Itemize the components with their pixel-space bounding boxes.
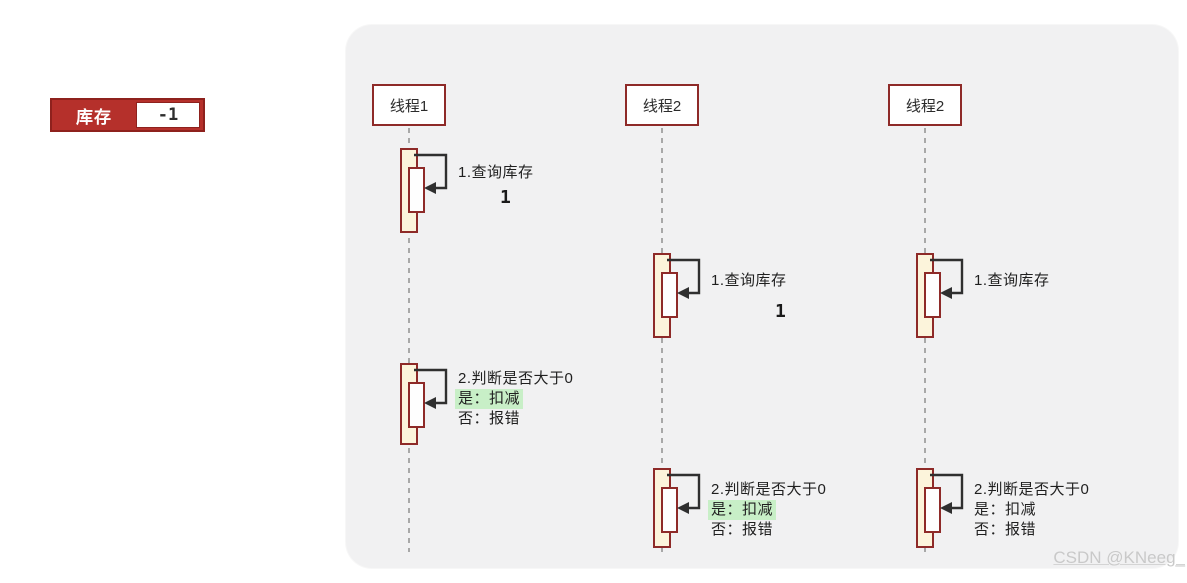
message-label: 1.查询库存 (458, 164, 534, 181)
inventory-label: 库存 (76, 107, 112, 127)
thread1-header: 线程1 (372, 84, 446, 126)
message-label-block: 2.判断是否大于0 是：扣减 否：报错 (974, 480, 1089, 540)
self-call-arrow-icon (930, 258, 964, 299)
message-label-block: 2.判断是否大于0 是：扣减 否：报错 (455, 369, 574, 429)
query-result-value: 1 (500, 187, 511, 208)
message-label-block: 2.判断是否大于0 是：扣减 否：报错 (708, 480, 827, 540)
self-call-arrow-icon (667, 258, 701, 299)
thread3-header: 线程2 (888, 84, 962, 126)
activation-bar-inner (408, 167, 425, 213)
yes-branch-highlighted: 是：扣减 (455, 389, 524, 409)
check-line: 2.判断是否大于0 (711, 481, 827, 498)
no-branch: 否：报错 (711, 521, 774, 538)
lifeline-thread2 (661, 128, 663, 552)
self-call-arrow-icon (414, 368, 448, 409)
lifeline-thread1 (408, 128, 410, 552)
self-call-arrow-icon (930, 473, 964, 514)
thread2-activation-check: 2.判断是否大于0 是：扣减 否：报错 (653, 468, 903, 548)
check-line: 2.判断是否大于0 (458, 370, 574, 387)
message-label: 1.查询库存 (711, 272, 787, 289)
thread1-activation-query: 1.查询库存 1 (400, 148, 650, 233)
thread1-activation-check: 2.判断是否大于0 是：扣减 否：报错 (400, 363, 650, 445)
activation-bar-inner (924, 272, 941, 318)
self-call-arrow-icon (667, 473, 701, 514)
inventory-value: -1 (136, 102, 200, 128)
thread2-header: 线程2 (625, 84, 699, 126)
no-branch: 否：报错 (458, 410, 521, 427)
activation-bar-inner (661, 272, 678, 318)
lifeline-thread3 (924, 128, 926, 552)
activation-bar-inner (924, 487, 941, 533)
yes-branch: 是：扣减 (974, 501, 1037, 518)
watermark-text: CSDN @KNeeg_ (1053, 548, 1185, 567)
activation-bar-inner (408, 382, 425, 428)
activation-bar-inner (661, 487, 678, 533)
inventory-widget: 库存 -1 (50, 98, 205, 132)
check-line: 2.判断是否大于0 (974, 481, 1090, 498)
query-result-value: 1 (775, 301, 786, 322)
thread3-activation-check: 2.判断是否大于0 是：扣减 否：报错 (916, 468, 1166, 548)
thread2-activation-query: 1.查询库存 1 (653, 253, 903, 338)
message-label: 1.查询库存 (974, 272, 1050, 289)
yes-branch-highlighted: 是：扣减 (708, 500, 777, 520)
diagram-panel (346, 25, 1178, 568)
thread3-activation-query: 1.查询库存 (916, 253, 1166, 338)
no-branch: 否：报错 (974, 521, 1037, 538)
self-call-arrow-icon (414, 153, 448, 194)
